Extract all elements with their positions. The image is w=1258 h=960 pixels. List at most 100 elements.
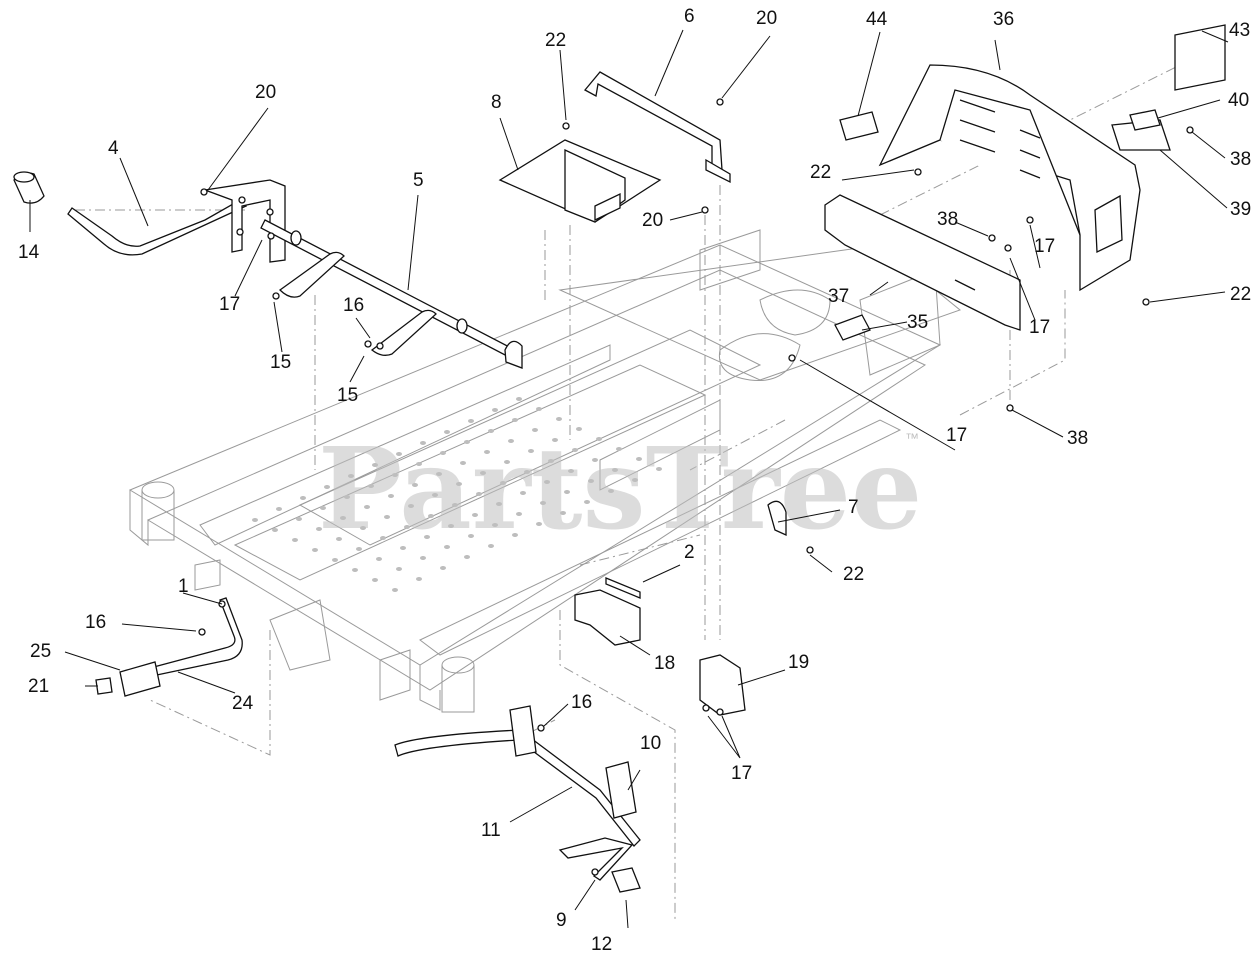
floor-hole: [436, 472, 442, 476]
floor-hole: [536, 407, 542, 411]
callout-35[interactable]: 35: [907, 312, 928, 333]
floor-hole: [396, 567, 402, 571]
callout-10[interactable]: 10: [640, 733, 661, 754]
floor-hole: [336, 537, 342, 541]
part-37-plate[interactable]: [824, 194, 1021, 331]
part-19-bracket[interactable]: [699, 654, 746, 716]
callout-7[interactable]: 7: [848, 497, 859, 518]
part-18-bracket[interactable]: [574, 589, 641, 646]
floor-hole: [420, 556, 426, 560]
callout-17-b[interactable]: 17: [1034, 236, 1055, 257]
floor-hole: [548, 459, 554, 463]
part-24-lever[interactable]: [119, 597, 243, 697]
floor-hole: [504, 460, 510, 464]
part-21-nut[interactable]: [95, 677, 113, 695]
callout-36[interactable]: 36: [993, 9, 1014, 30]
callout-43[interactable]: 43: [1229, 20, 1250, 41]
part-14-grip[interactable]: [13, 171, 45, 204]
floor-hole: [384, 515, 390, 519]
callout-16-a[interactable]: 16: [343, 295, 364, 316]
part-2-pin[interactable]: [605, 577, 641, 599]
floor-hole: [432, 493, 438, 497]
floor-hole: [344, 495, 350, 499]
floor-hole: [496, 502, 502, 506]
part-4-lever[interactable]: [67, 179, 286, 263]
callout-39[interactable]: 39: [1230, 199, 1251, 220]
floor-hole: [456, 482, 462, 486]
part-8-plate[interactable]: [498, 139, 662, 223]
mower-frame: [128, 229, 962, 713]
callout-38-c[interactable]: 38: [1067, 428, 1088, 449]
callout-2[interactable]: 2: [684, 542, 695, 563]
callout-4[interactable]: 4: [108, 138, 119, 159]
floor-hole: [544, 480, 550, 484]
part-12-handle[interactable]: [611, 867, 641, 893]
callout-44[interactable]: 44: [866, 9, 888, 30]
floor-hole: [396, 452, 402, 456]
floor-hole: [252, 518, 258, 522]
floor-hole: [468, 419, 474, 423]
floor-hole: [500, 481, 506, 485]
part-5-shaft[interactable]: [260, 219, 523, 369]
floor-hole: [276, 507, 282, 511]
callout-38-a[interactable]: 38: [937, 209, 958, 230]
callout-17-d[interactable]: 17: [946, 425, 967, 446]
callout-24[interactable]: 24: [232, 693, 254, 714]
callouts: 1 2 4 5 6 7 8 9 10 11 12 14 15 15 16 16 …: [18, 6, 1251, 955]
part-11-rod[interactable]: [394, 705, 641, 847]
callout-6[interactable]: 6: [684, 6, 695, 27]
callout-22-b[interactable]: 22: [810, 162, 831, 183]
callout-16-c[interactable]: 16: [571, 692, 592, 713]
callout-25[interactable]: 25: [30, 641, 51, 662]
part-35-decal[interactable]: [834, 314, 871, 341]
floor-hole: [584, 500, 590, 504]
callout-16-b[interactable]: 16: [85, 612, 106, 633]
callout-22-a[interactable]: 22: [545, 30, 566, 51]
callout-20-a[interactable]: 20: [255, 82, 276, 103]
callout-22-c[interactable]: 22: [1230, 284, 1251, 305]
part-6-bracket[interactable]: [583, 71, 731, 184]
callout-11[interactable]: 11: [481, 820, 501, 841]
callout-22-d[interactable]: 22: [843, 564, 864, 585]
part-7-hook[interactable]: [767, 500, 787, 537]
part-43-decal[interactable]: [1174, 24, 1226, 91]
callout-15-b[interactable]: 15: [337, 385, 358, 406]
callout-21[interactable]: 21: [28, 676, 49, 697]
callout-17-e[interactable]: 17: [731, 763, 752, 784]
floor-hole: [348, 474, 354, 478]
callout-12[interactable]: 12: [591, 934, 612, 955]
floor-hole: [300, 496, 306, 500]
callout-38-b[interactable]: 38: [1230, 149, 1251, 170]
part-36-tray[interactable]: [878, 64, 1141, 292]
callout-20-c[interactable]: 20: [642, 210, 663, 231]
callout-20-b[interactable]: 20: [756, 8, 777, 29]
callout-8[interactable]: 8: [491, 92, 502, 113]
floor-hole: [520, 491, 526, 495]
callout-19[interactable]: 19: [788, 652, 809, 673]
floor-hole: [332, 558, 338, 562]
floor-hole: [340, 516, 346, 520]
callout-37[interactable]: 37: [828, 286, 849, 307]
floor-hole: [320, 506, 326, 510]
callout-5[interactable]: 5: [413, 170, 424, 191]
callout-18[interactable]: 18: [654, 653, 675, 674]
callout-17-c[interactable]: 17: [1029, 317, 1050, 338]
floor-hole: [512, 418, 518, 422]
floor-hole: [568, 469, 574, 473]
part-40-39-bracket[interactable]: [1111, 109, 1171, 151]
floor-hole: [552, 438, 558, 442]
part-10-lever[interactable]: [558, 761, 637, 881]
callout-15-a[interactable]: 15: [270, 352, 291, 373]
callout-9[interactable]: 9: [556, 910, 567, 931]
callout-17-a[interactable]: 17: [219, 294, 240, 315]
callout-1[interactable]: 1: [178, 576, 189, 597]
floor-hole: [532, 428, 538, 432]
part-44-decal[interactable]: [839, 111, 879, 141]
callout-40[interactable]: 40: [1228, 90, 1249, 111]
watermark-text: PartsTree: [318, 424, 922, 555]
floor-hole: [572, 448, 578, 452]
floor-hole: [588, 479, 594, 483]
callout-14[interactable]: 14: [18, 242, 40, 263]
floor-hole: [444, 430, 450, 434]
